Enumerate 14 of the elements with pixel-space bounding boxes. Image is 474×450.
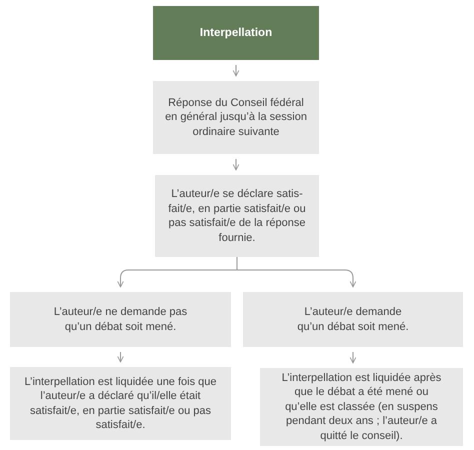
box-text: Interpellation: [200, 26, 272, 40]
box-text: L’auteur/e demande qu’un débat soit mené.: [296, 305, 410, 334]
arrow: [236, 256, 356, 288]
box-text: L’interpellation est liquidée une fois que l’auteur/e a déclaré qu’il/elle était satisfait/e, en partie satisfait/e ou pas satisfait/e.: [23, 374, 218, 432]
arrow: [232, 64, 240, 76]
box-text: L’auteur/e ne demande pas qu’un débat soit mené.: [52, 305, 188, 334]
box-text: L’auteur/e se déclare satis-fait/e, en partie satisfait/e ou pas satisfait/e de la réponse fournie.: [167, 187, 307, 245]
process-box: [155, 175, 319, 257]
title-box: [153, 6, 319, 60]
arrow: [350, 352, 356, 364]
box-text: Réponse du Conseil fédéral en général jusqu’à la session ordinaire suivante: [164, 96, 308, 140]
arrow: [117, 352, 124, 362]
box-text: L’interpellation est liquidée après que le débat a été mené ou qu’elle est classée (en suspens pendant deux ans ; l’auteur/e a quitté le conseil).: [280, 370, 442, 444]
arrow: [232, 158, 240, 170]
